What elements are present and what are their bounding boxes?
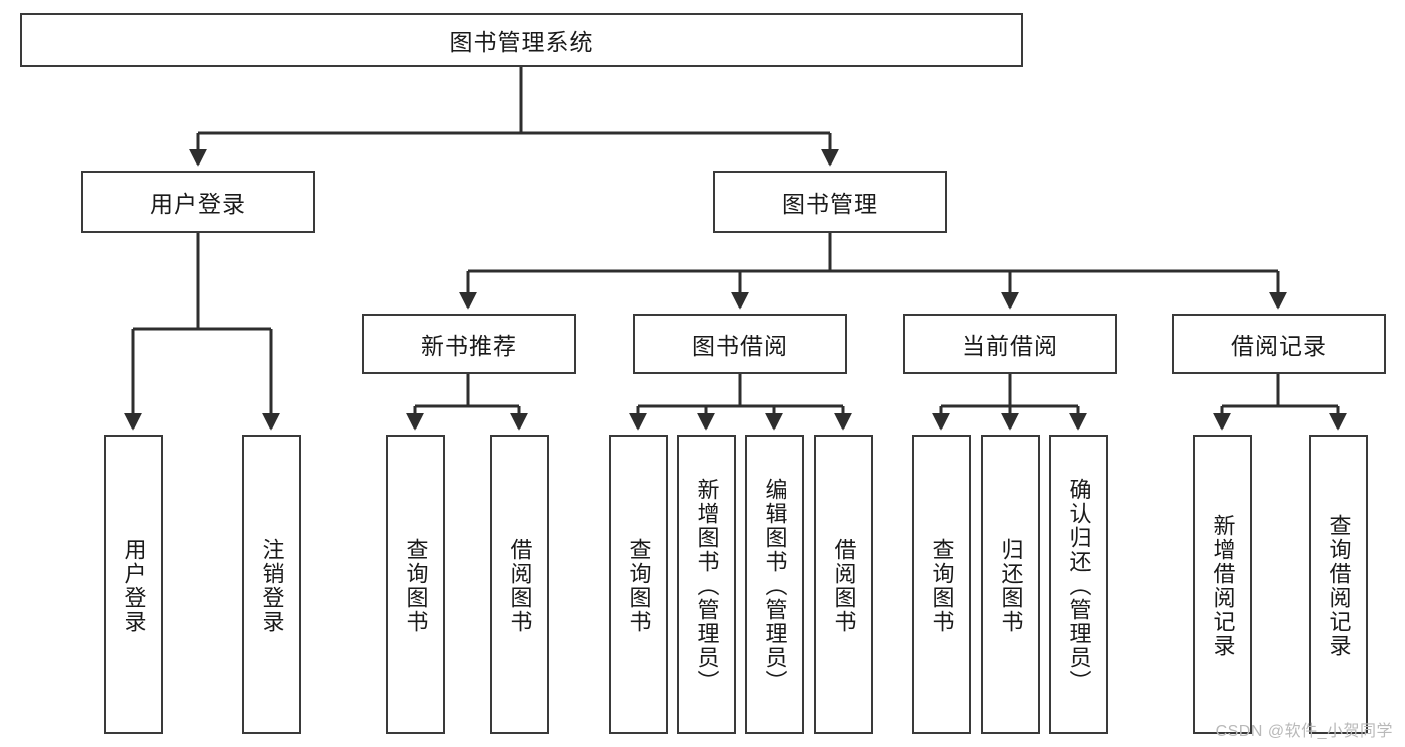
leaf-query-book-2[interactable]: 查询图书 xyxy=(609,435,668,734)
node-new-book-recommend-label: 新书推荐 xyxy=(421,333,517,359)
leaf-query-record-label: 查询借阅记录 xyxy=(1326,513,1352,658)
leaf-add-record-label: 新增借阅记录 xyxy=(1210,513,1236,658)
leaf-query-book-1-label: 查询图书 xyxy=(403,537,429,634)
leaf-borrow-book-1-label: 借阅图书 xyxy=(507,537,533,634)
node-new-book-recommend[interactable]: 新书推荐 xyxy=(362,314,576,374)
leaf-add-book-label: 新增图书（管理员） xyxy=(694,477,720,694)
leaf-return-book-label: 归还图书 xyxy=(998,537,1024,634)
node-book-management-label: 图书管理 xyxy=(782,191,878,217)
leaf-logout[interactable]: 注销登录 xyxy=(242,435,301,734)
leaf-logout-label: 注销登录 xyxy=(259,537,285,634)
leaf-query-book-2-label: 查询图书 xyxy=(626,537,652,634)
leaf-confirm-return-label: 确认归还（管理员） xyxy=(1066,477,1092,694)
leaf-borrow-book-1[interactable]: 借阅图书 xyxy=(490,435,549,734)
leaf-return-book[interactable]: 归还图书 xyxy=(981,435,1040,734)
leaf-borrow-book-2-label: 借阅图书 xyxy=(831,537,857,634)
node-book-borrow[interactable]: 图书借阅 xyxy=(633,314,847,374)
leaf-query-book-3[interactable]: 查询图书 xyxy=(912,435,971,734)
leaf-user-login[interactable]: 用户登录 xyxy=(104,435,163,734)
leaf-edit-book[interactable]: 编辑图书（管理员） xyxy=(745,435,804,734)
node-borrow-record-label: 借阅记录 xyxy=(1231,333,1327,359)
leaf-add-book[interactable]: 新增图书（管理员） xyxy=(677,435,736,734)
leaf-add-record[interactable]: 新增借阅记录 xyxy=(1193,435,1252,734)
node-root[interactable]: 图书管理系统 xyxy=(20,13,1023,67)
leaf-confirm-return[interactable]: 确认归还（管理员） xyxy=(1049,435,1108,734)
node-current-borrow[interactable]: 当前借阅 xyxy=(903,314,1117,374)
leaf-query-book-3-label: 查询图书 xyxy=(929,537,955,634)
node-user-login[interactable]: 用户登录 xyxy=(81,171,315,233)
leaf-query-book-1[interactable]: 查询图书 xyxy=(386,435,445,734)
node-book-management[interactable]: 图书管理 xyxy=(713,171,947,233)
node-current-borrow-label: 当前借阅 xyxy=(962,333,1058,359)
node-book-borrow-label: 图书借阅 xyxy=(692,333,788,359)
leaf-borrow-book-2[interactable]: 借阅图书 xyxy=(814,435,873,734)
leaf-user-login-label: 用户登录 xyxy=(121,537,147,634)
watermark: CSDN @软件_小贺同学 xyxy=(1215,723,1393,740)
node-user-login-label: 用户登录 xyxy=(150,191,246,217)
node-borrow-record[interactable]: 借阅记录 xyxy=(1172,314,1386,374)
leaf-query-record[interactable]: 查询借阅记录 xyxy=(1309,435,1368,734)
node-root-label: 图书管理系统 xyxy=(449,29,594,55)
leaf-edit-book-label: 编辑图书（管理员） xyxy=(762,477,788,694)
